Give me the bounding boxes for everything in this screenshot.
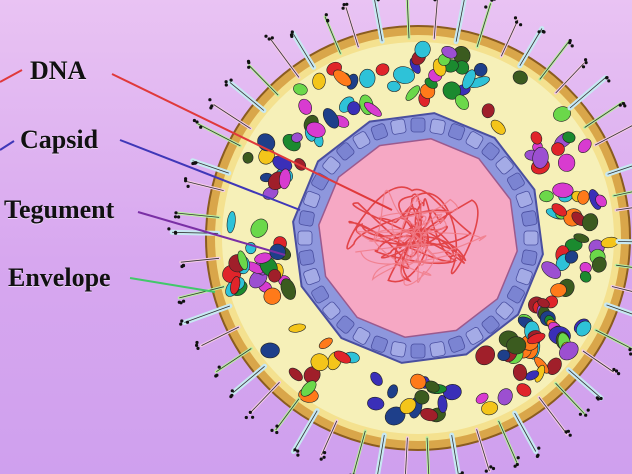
envelope-leader-line <box>129 277 216 293</box>
glycoprotein-spikes <box>167 0 632 474</box>
capsid-leader-line-left <box>0 140 15 151</box>
dna-leader-line-left <box>0 69 23 83</box>
dna-strand <box>346 186 487 286</box>
capsid-leader-line <box>119 139 301 211</box>
envelope-label: Envelope <box>8 263 111 292</box>
tegument-leader-line <box>137 211 286 256</box>
tegument-proteins <box>222 40 619 426</box>
dna-label: DNA <box>30 56 87 85</box>
tegument-label: Tegument <box>4 195 115 224</box>
capsomeres <box>297 117 539 359</box>
dna-leader-line <box>111 73 393 211</box>
capsid-label: Capsid <box>20 125 99 154</box>
